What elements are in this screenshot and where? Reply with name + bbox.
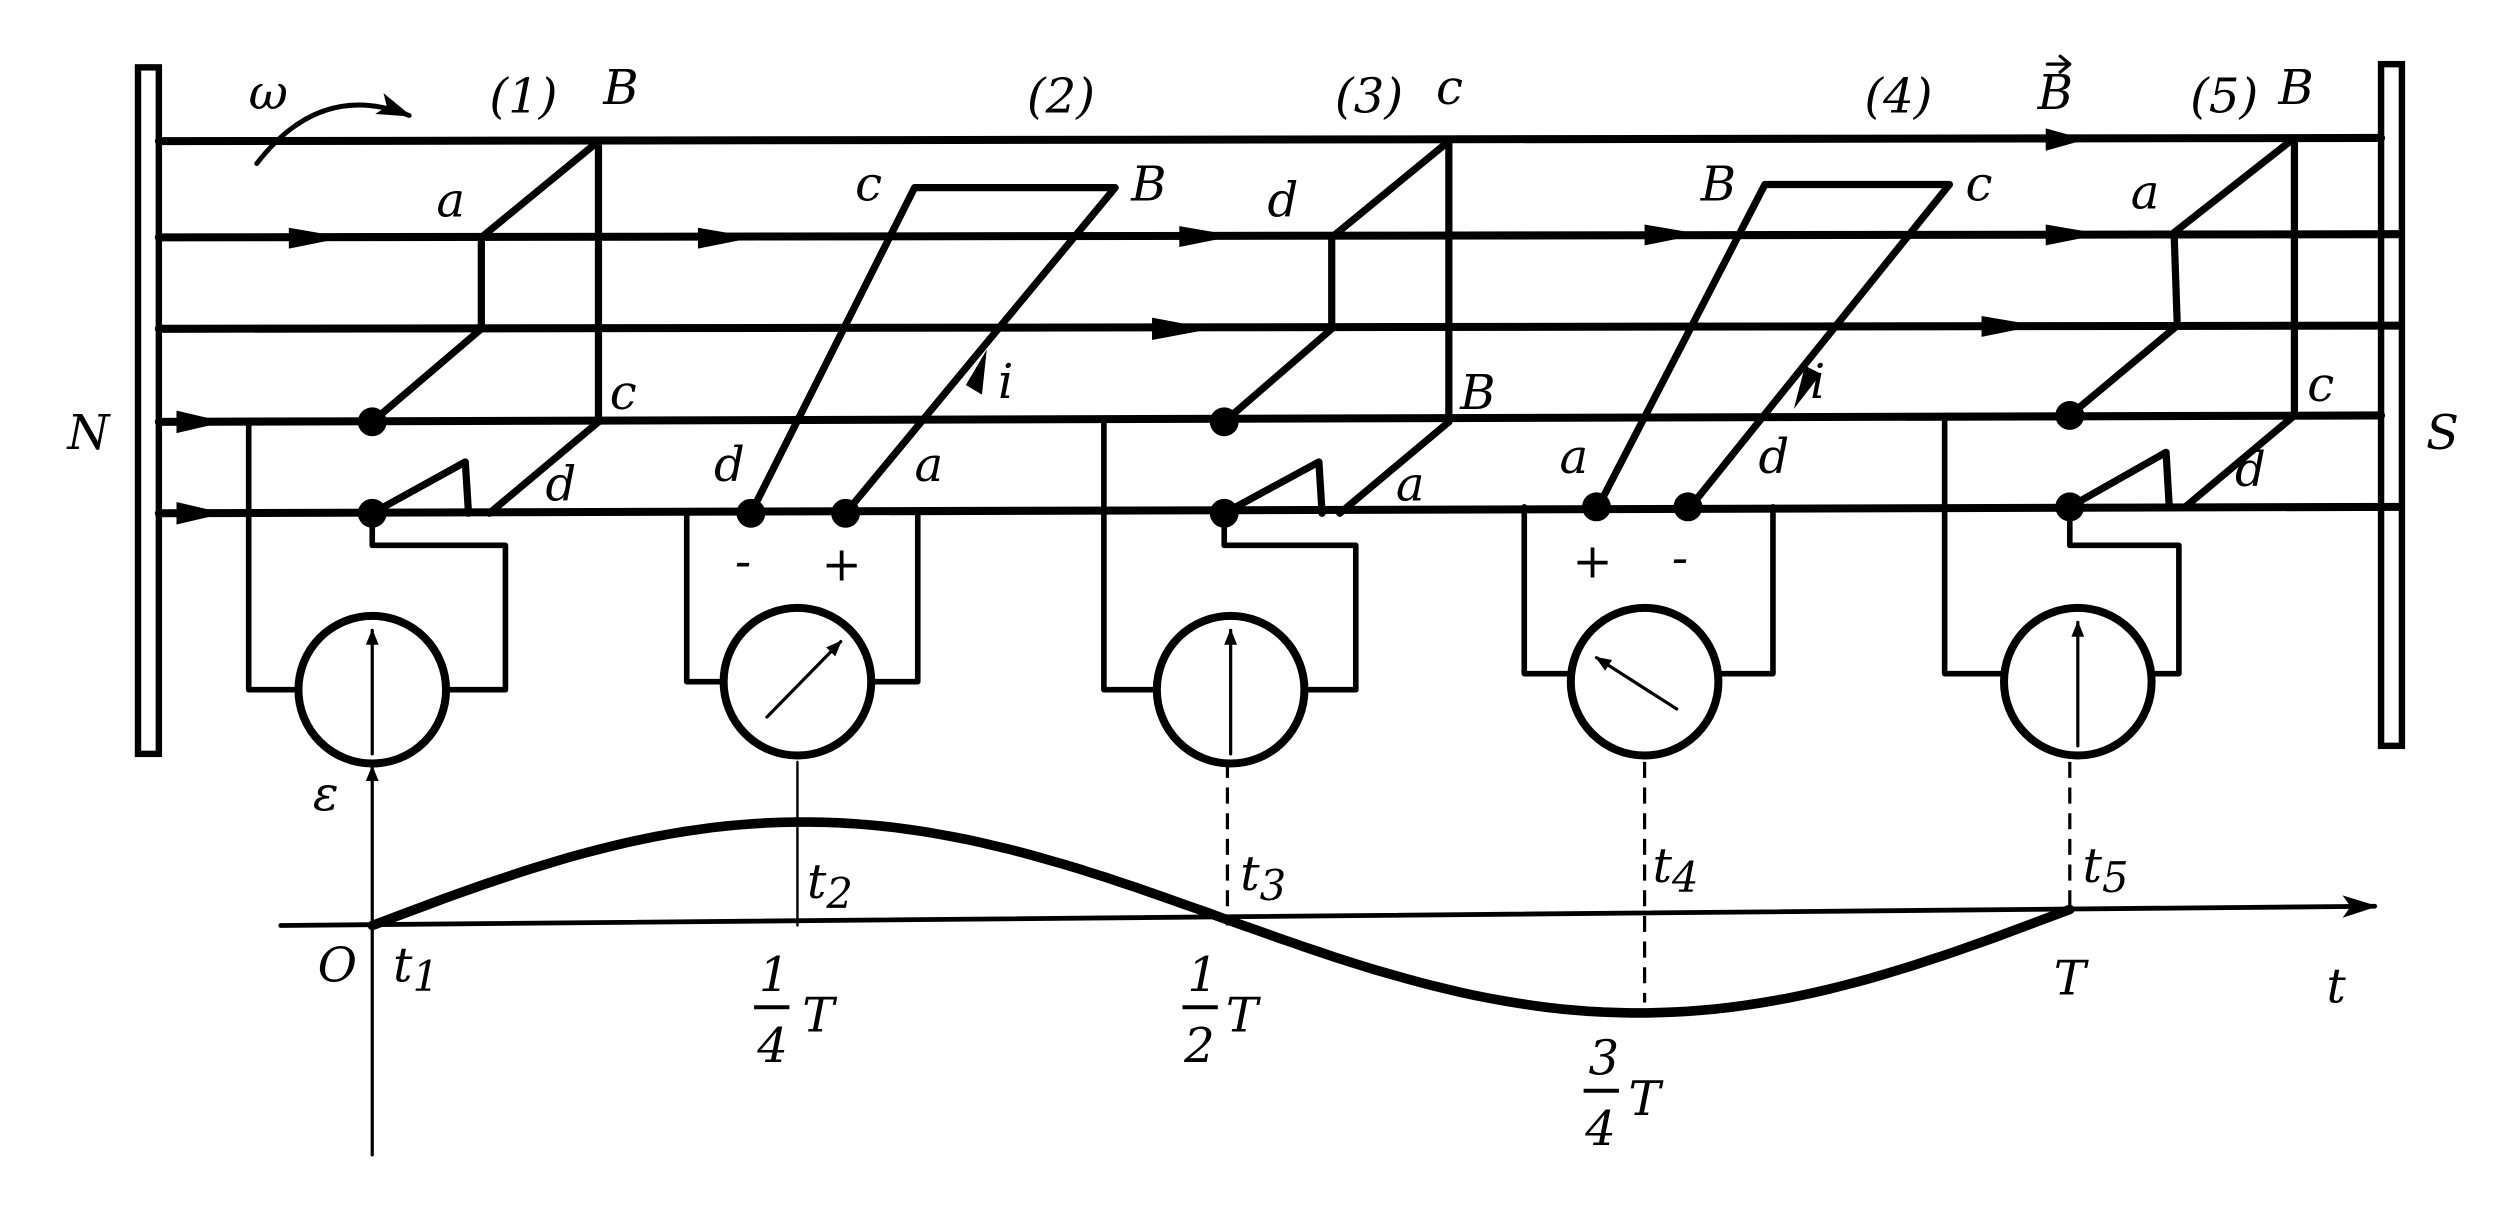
svg-text:c: c	[855, 157, 882, 213]
svg-text:i: i	[1810, 354, 1825, 410]
position-5-label: (5)	[2190, 68, 2258, 124]
svg-text:4: 4	[756, 1018, 788, 1074]
period-T-label: T	[2054, 950, 2090, 1006]
svg-text:c: c	[1436, 60, 1463, 116]
svg-text:3: 3	[1588, 1031, 1619, 1087]
coil-position-1: a B c d	[245, 60, 639, 768]
t5-label: t5	[2083, 838, 2129, 902]
svg-text:a: a	[436, 173, 465, 229]
coil-position-4: B c a d i + -	[1521, 157, 1993, 760]
north-pole-magnet	[134, 64, 163, 758]
field-b-label: B	[2037, 65, 2073, 121]
rotation-arrow-icon	[254, 93, 413, 167]
position-2-label: (2)	[1027, 68, 1095, 124]
t2-label: t2	[807, 854, 853, 918]
tick-half-T: 1 2 T	[1182, 947, 1262, 1074]
t1-label: t1	[393, 938, 439, 1002]
vector-arrow-icon	[2045, 54, 2072, 74]
svg-text:B: B	[2277, 60, 2313, 116]
field-arrow-icon	[1644, 224, 1701, 246]
field-arrow-icon	[176, 410, 225, 434]
svg-text:B: B	[602, 60, 638, 116]
svg-text:d: d	[714, 437, 745, 493]
t3-label: t3	[1240, 846, 1286, 910]
time-axis	[278, 895, 2378, 928]
svg-text:c: c	[610, 365, 637, 421]
svg-text:+: +	[1572, 533, 1612, 589]
emf-graph: ε t O t1 t2 t3 t4 t5 1 4 T 1 2 T 3 4 T T	[278, 760, 2378, 1157]
magnetic-field-lines	[154, 128, 2403, 525]
coil-position-3: d c B a	[1101, 60, 1495, 768]
svg-text:T: T	[1226, 987, 1262, 1043]
position-3-label: (3)	[1335, 68, 1403, 124]
omega-label: ω	[249, 65, 288, 121]
svg-text:-: -	[1672, 530, 1688, 586]
svg-text:4: 4	[1584, 1101, 1616, 1157]
current-arrow-icon	[1793, 365, 1822, 410]
svg-text:1: 1	[759, 947, 790, 1003]
needle-icon	[1594, 656, 1679, 711]
north-label: N	[66, 405, 111, 461]
south-pole-magnet	[2377, 60, 2406, 750]
origin-label: O	[318, 938, 357, 994]
current-arrow-icon	[965, 349, 987, 395]
svg-text:a: a	[2131, 165, 2160, 221]
svg-text:T: T	[802, 987, 838, 1043]
svg-text:c: c	[2307, 357, 2334, 413]
coil-position-2: c B d a i - +	[683, 157, 1167, 760]
svg-text:B: B	[1459, 365, 1495, 421]
svg-text:B: B	[1130, 157, 1166, 213]
south-label: S	[2426, 405, 2459, 461]
svg-text:+: +	[821, 537, 861, 593]
galvanometer-4	[1566, 603, 1723, 760]
field-arrow-icon	[176, 502, 225, 525]
position-1-label: (1)	[489, 68, 557, 124]
emf-axis-label: ε	[313, 766, 339, 822]
field-arrow-icon	[2045, 128, 2086, 151]
svg-text:a: a	[915, 437, 944, 493]
coil-position-5: a B c d	[1941, 60, 2334, 760]
svg-text:T: T	[1629, 1071, 1665, 1127]
tick-three-quarter-T: 3 4 T	[1583, 1031, 1665, 1157]
svg-text:a: a	[1396, 456, 1425, 512]
field-arrow-icon	[1179, 226, 1236, 248]
svg-text:d: d	[1268, 173, 1299, 229]
field-arrow-icon	[288, 227, 345, 249]
position-4-label: (4)	[1864, 68, 1932, 124]
svg-text:d: d	[2235, 442, 2266, 498]
t4-label: t4	[1653, 838, 1699, 902]
field-arrow-icon	[697, 227, 755, 249]
time-axis-label: t	[2327, 958, 2347, 1014]
svg-text:1: 1	[1187, 947, 1218, 1003]
svg-text:i: i	[998, 354, 1013, 410]
field-arrow-icon	[1152, 317, 1212, 341]
svg-text:a: a	[1560, 429, 1589, 485]
svg-text:B: B	[1700, 157, 1736, 213]
svg-text:d: d	[1759, 429, 1790, 485]
field-arrow-icon	[2045, 224, 2102, 246]
field-arrow-icon	[1981, 315, 2038, 337]
svg-text:d: d	[546, 456, 577, 512]
galvanometer-2	[719, 603, 876, 760]
svg-text:2: 2	[1183, 1018, 1215, 1074]
svg-text:-: -	[735, 533, 751, 589]
emf-curve	[367, 817, 2075, 1018]
svg-text:c: c	[1965, 157, 1992, 213]
needle-icon	[765, 639, 843, 719]
tick-quarter-T: 1 4 T	[754, 947, 838, 1074]
